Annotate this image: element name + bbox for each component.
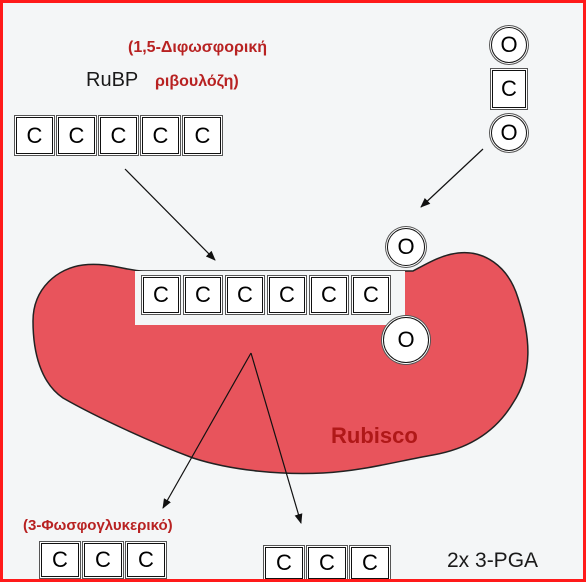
pga-full-name-label: (3-Φωσφογλυκερικό): [23, 517, 173, 534]
carbon-atom: C: [185, 277, 221, 313]
oxygen-atom: O: [387, 228, 425, 266]
rubp-abbrev-label: RuBP: [86, 69, 139, 91]
arrow-enzyme-to-pga-right: [250, 352, 303, 524]
carbon-atom: C: [311, 277, 347, 313]
carbon-atom: C: [308, 547, 346, 579]
carbon-atom: C: [142, 117, 179, 154]
oxygen-atom: O: [491, 27, 527, 63]
carbon-atom: C: [265, 547, 303, 579]
arrow-enzyme-to-pga-left: [162, 352, 252, 509]
oxygen-atom: O: [491, 115, 527, 151]
carbon-atom: C: [16, 117, 53, 154]
arrow-rubp-to-enzyme: [124, 168, 216, 261]
pga-molecule-right: C C C: [265, 547, 389, 579]
carbon-atom: C: [127, 543, 165, 577]
carbon-atom: C: [351, 547, 389, 579]
carbon-atom: C: [41, 543, 79, 577]
arrow-co2-to-enzyme: [420, 148, 484, 208]
carbon-atom: C: [227, 277, 263, 313]
carbon-atom: C: [269, 277, 305, 313]
rubisco-label: Rubisco: [331, 423, 418, 448]
carbon-atom: C: [492, 70, 526, 108]
oxygen-atom: O: [383, 317, 429, 363]
rubp-full-name-label: (1,5-Διφωσφορική: [128, 39, 268, 56]
carbon-atom: C: [58, 117, 95, 154]
pga-count-label: 2x 3-PGA: [447, 549, 539, 572]
enzyme-bound-carbon-chain: C C C C C C: [143, 277, 389, 313]
pga-molecule-left: C C C: [41, 543, 165, 577]
carbon-atom: C: [100, 117, 137, 154]
carbon-atom: C: [84, 543, 122, 577]
rubp-suffix-label: ριβουλόζη): [155, 73, 239, 90]
carbon-atom: C: [143, 277, 179, 313]
carbon-atom: C: [353, 277, 389, 313]
carbon-atom: C: [184, 117, 221, 154]
rubp-carbon-chain: C C C C C: [16, 117, 221, 154]
